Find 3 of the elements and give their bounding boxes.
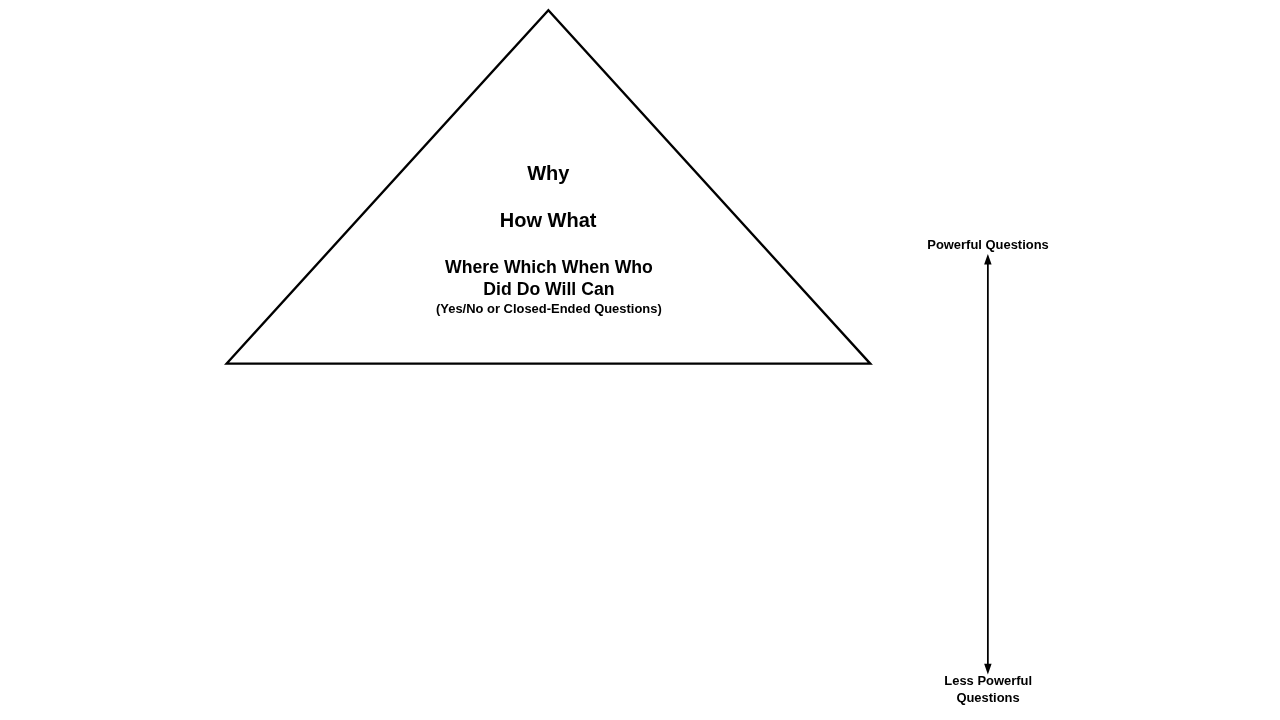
node-text: Less Powerful Questions	[943, 673, 1032, 705]
node-text: Powerful Questions	[926, 236, 1049, 252]
arrow	[983, 253, 992, 675]
